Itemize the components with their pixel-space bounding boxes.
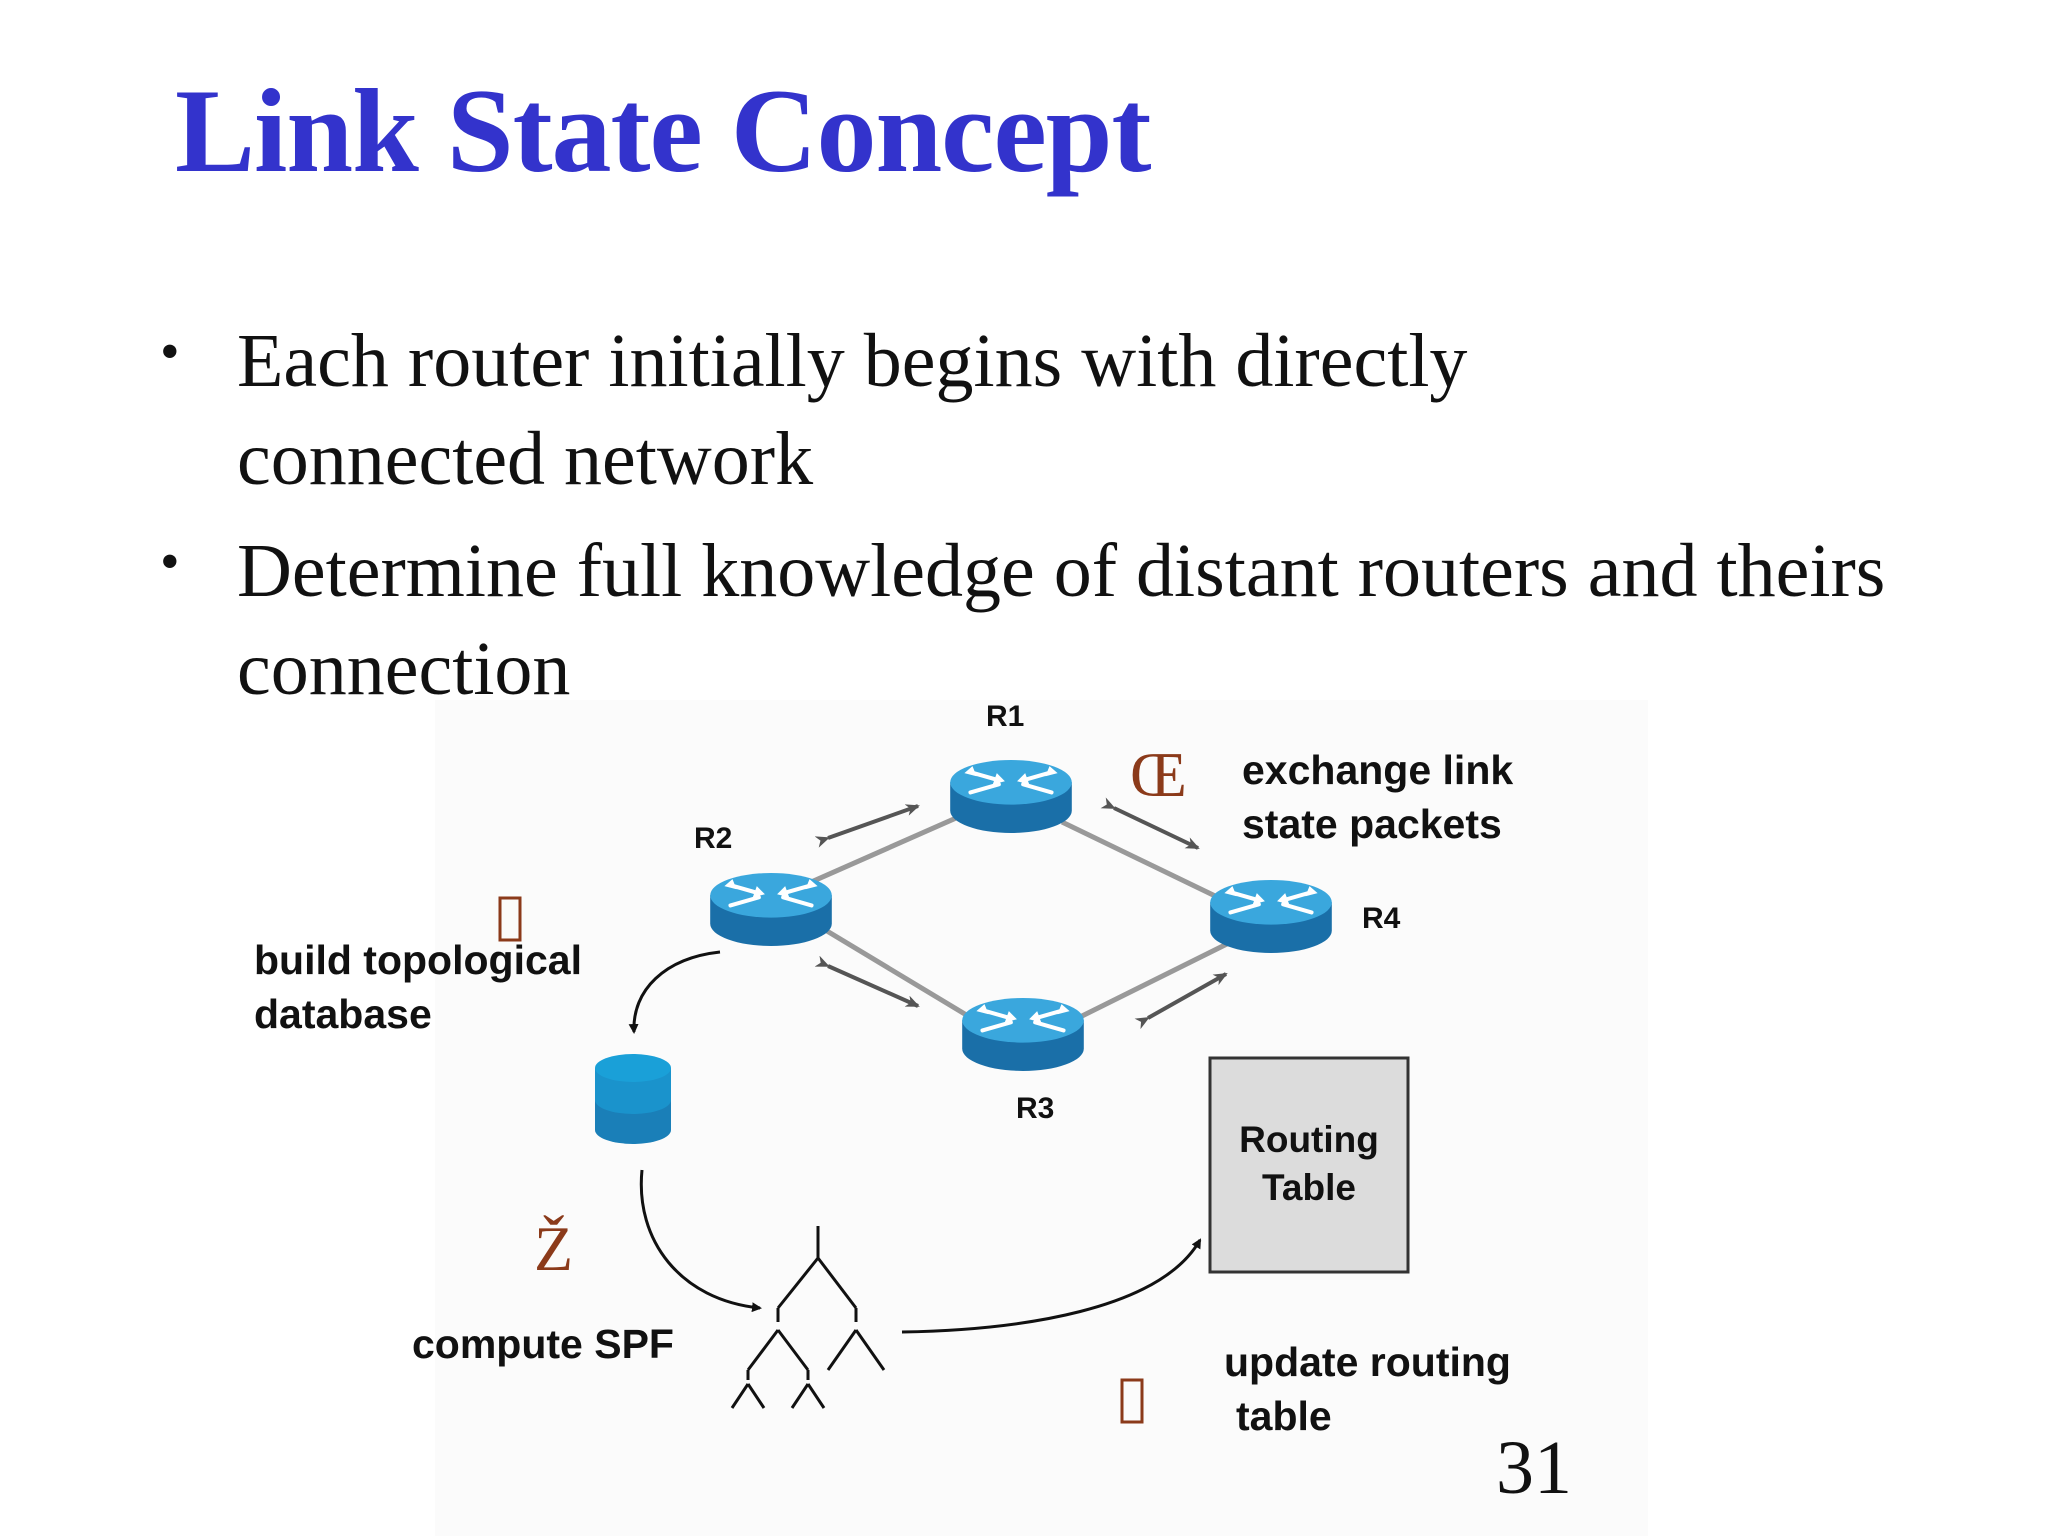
double-arrow-icon [814,804,920,848]
step-3-text-line-1: compute SPF [412,1321,674,1367]
bullet-text: Each router initially begins with direct… [237,319,1468,501]
router-label-r3: R3 [1016,1092,1054,1125]
step-marker-2-box-icon [498,896,522,942]
step-1-text-line-1: exchange link [1242,747,1513,793]
bullet-list: • Each router initially begins with dire… [160,312,1960,718]
bullet-dot-icon: • [160,321,180,383]
step-4-text-line-1: update routing [1224,1339,1511,1385]
routing-table-label-line-1: Routing [1239,1119,1379,1160]
arrow-to-database [628,950,721,1034]
router-r3-icon [962,998,1084,1071]
exchange-arrows [814,797,1228,1030]
step-1-text-line-2: state packets [1242,801,1502,847]
router-r4-icon [1210,880,1332,953]
database-icon [595,1054,671,1144]
slide-title: Link State Concept [175,64,1151,197]
router-label-r4: R4 [1362,902,1401,935]
link-r2-r3 [820,925,990,1031]
router-label-r1: R1 [986,700,1024,733]
router-r1-icon [950,760,1072,833]
double-arrow-icon [814,955,920,1008]
page-number: 31 [1496,1426,1572,1510]
bullet-dot-icon: • [160,531,180,593]
bullet-text: Determine full knowledge of distant rout… [237,529,1886,711]
link-r1-r4 [1060,819,1242,911]
arrow-to-spf [639,1169,762,1313]
double-arrow-icon [1134,972,1228,1030]
router-r2-icon [710,873,832,946]
routing-table-box [1208,1056,1410,1274]
routing-table-label-line-2: Table [1262,1167,1356,1208]
arrow-to-routing-table [901,1238,1202,1334]
router-label-r2: R2 [694,822,732,855]
double-arrow-icon [1100,797,1200,850]
bullet-item: • Determine full knowledge of distant ro… [160,522,1960,718]
spf-tree-icon [730,1226,886,1409]
step-marker-4-box-icon [1120,1378,1144,1424]
step-2-text-line-1: build topological [254,937,582,983]
step-4-text-line-2: table [1236,1393,1332,1439]
bullet-item: • Each router initially begins with dire… [160,312,1960,508]
step-marker-3: Ž [534,1213,573,1284]
step-marker-1: Œ [1130,739,1187,810]
step-2-text-line-2: database [254,991,432,1037]
